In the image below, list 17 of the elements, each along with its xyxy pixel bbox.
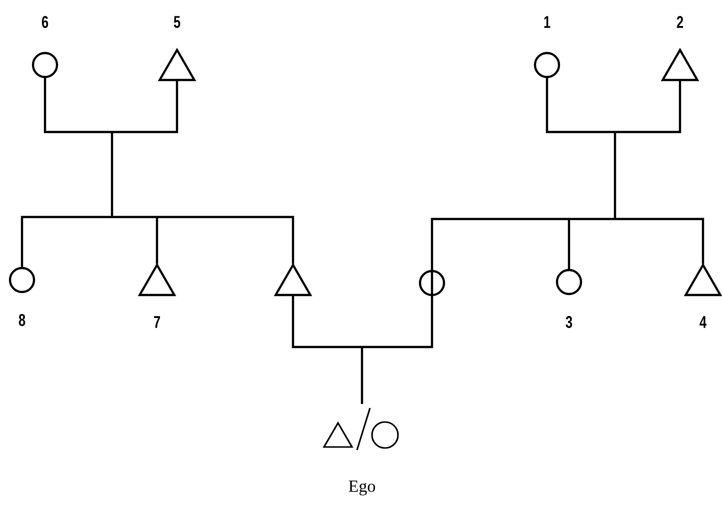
- person-number: 1: [544, 16, 550, 28]
- ego-label: Ego: [348, 480, 376, 496]
- person-number: 7: [154, 316, 160, 328]
- kinship-line: [430, 77, 704, 271]
- person-number: 3: [566, 316, 572, 328]
- person-circle: [8, 266, 36, 294]
- kinship-line: [292, 268, 434, 404]
- person-circle: [418, 270, 446, 296]
- kinship-line: [20, 77, 294, 268]
- person-circle: [32, 52, 58, 78]
- person-number: 5: [174, 16, 180, 28]
- person-number: 4: [700, 316, 706, 328]
- person-circle: [556, 268, 582, 296]
- person-circle: [534, 52, 560, 78]
- person-number: 8: [18, 314, 26, 326]
- person-number: 6: [42, 16, 48, 28]
- person-number: 2: [676, 16, 684, 28]
